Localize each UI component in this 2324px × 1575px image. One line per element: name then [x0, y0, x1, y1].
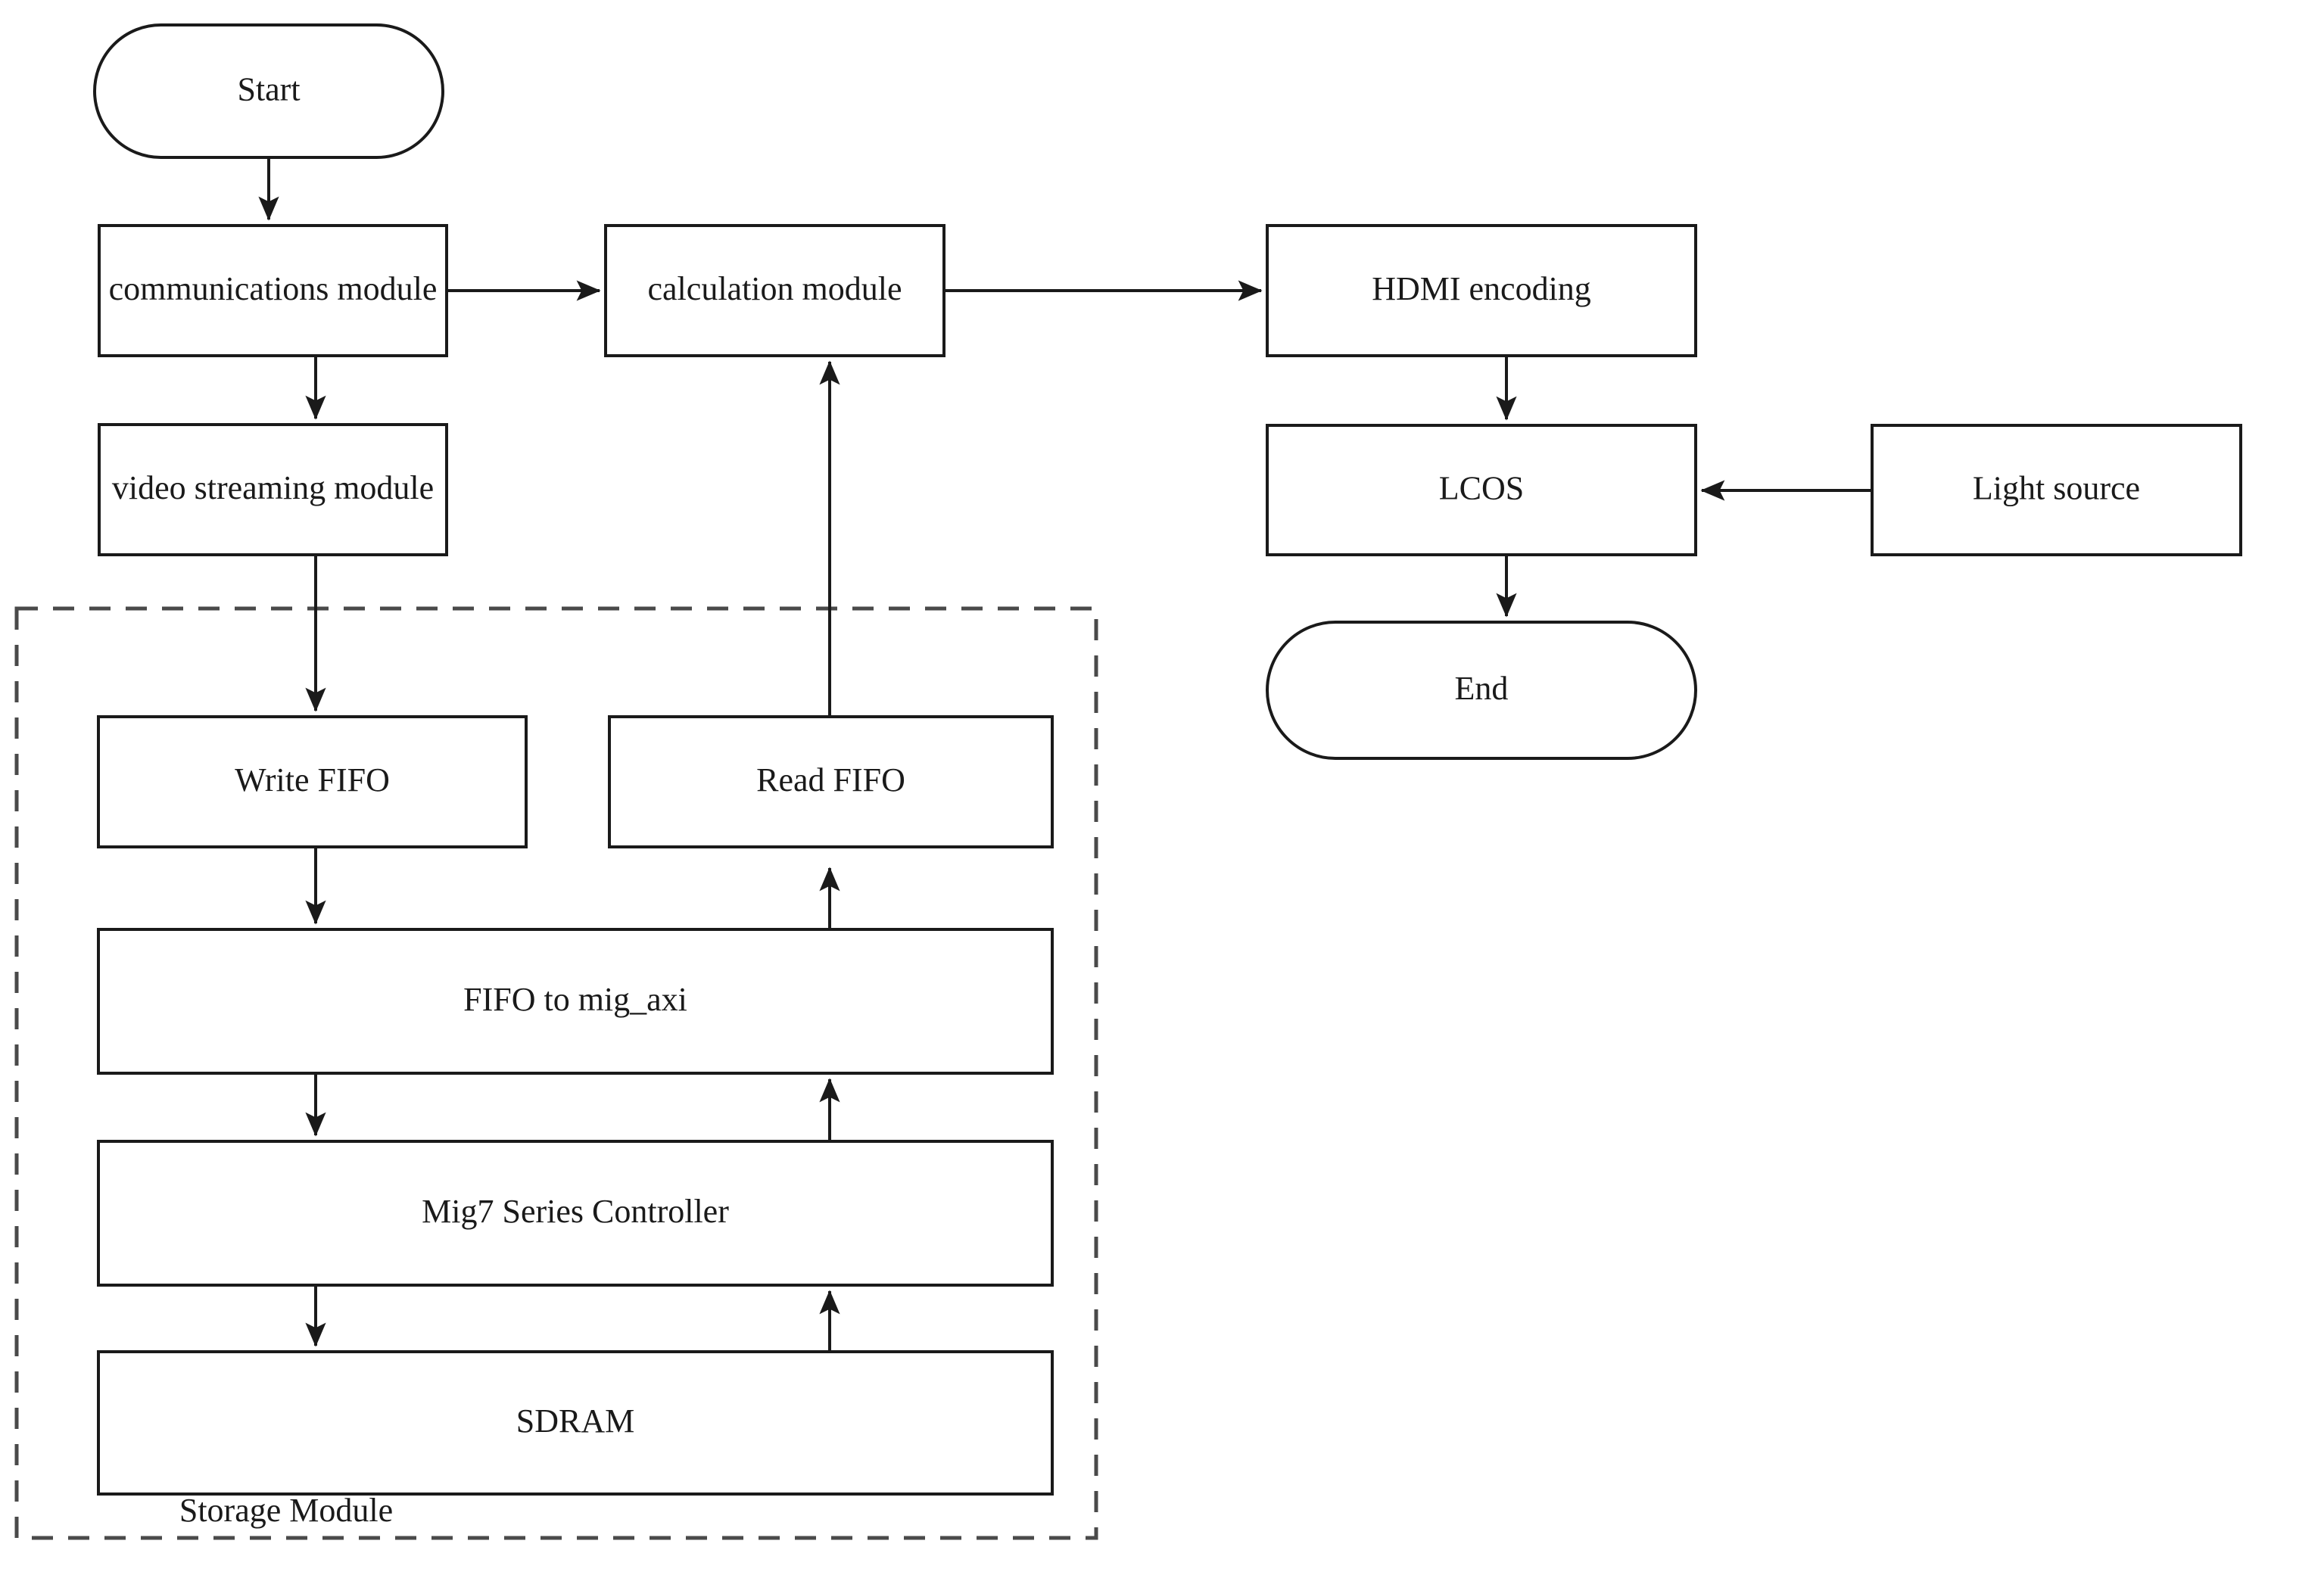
node-light[interactable] — [1871, 424, 2242, 556]
node-label-fifoaxi: FIFO to mig_axi — [463, 981, 687, 1018]
node-label-light: Light source — [1973, 470, 2140, 507]
node-label-start: Start — [237, 71, 300, 108]
node-label-lcos: LCOS — [1439, 470, 1524, 507]
storage-module-group: Storage Module — [14, 606, 1098, 1540]
node-fifoaxi[interactable] — [97, 928, 1054, 1075]
node-layer — [93, 23, 2242, 1496]
node-label-mig7: Mig7 Series Controller — [422, 1193, 729, 1230]
node-video[interactable] — [98, 423, 448, 556]
storage-module-boundary — [14, 606, 1098, 1540]
node-label-sdram: SDRAM — [516, 1402, 635, 1440]
node-label-hdmi: HDMI encoding — [1372, 270, 1591, 307]
node-label-calc: calculation module — [648, 270, 902, 307]
node-label-video: video streaming module — [112, 469, 434, 506]
node-wfifo[interactable] — [97, 715, 528, 848]
node-mig7[interactable] — [97, 1140, 1054, 1287]
node-calc[interactable] — [604, 224, 945, 357]
storage-module-label: Storage Module — [179, 1492, 393, 1529]
node-start[interactable] — [93, 23, 444, 159]
label-layer: Start communications module calculation mo… — [109, 71, 2140, 1440]
node-rfifo[interactable] — [608, 715, 1054, 848]
node-label-end: End — [1455, 670, 1509, 707]
node-comm[interactable] — [98, 224, 448, 357]
node-lcos[interactable] — [1266, 424, 1697, 556]
node-label-rfifo: Read FIFO — [756, 761, 905, 798]
edge-layer — [258, 157, 1872, 1352]
node-end[interactable] — [1266, 621, 1697, 760]
node-label-wfifo: Write FIFO — [235, 761, 390, 798]
node-sdram[interactable] — [97, 1350, 1054, 1496]
node-hdmi[interactable] — [1266, 224, 1697, 357]
node-label-comm: communications module — [109, 270, 438, 307]
